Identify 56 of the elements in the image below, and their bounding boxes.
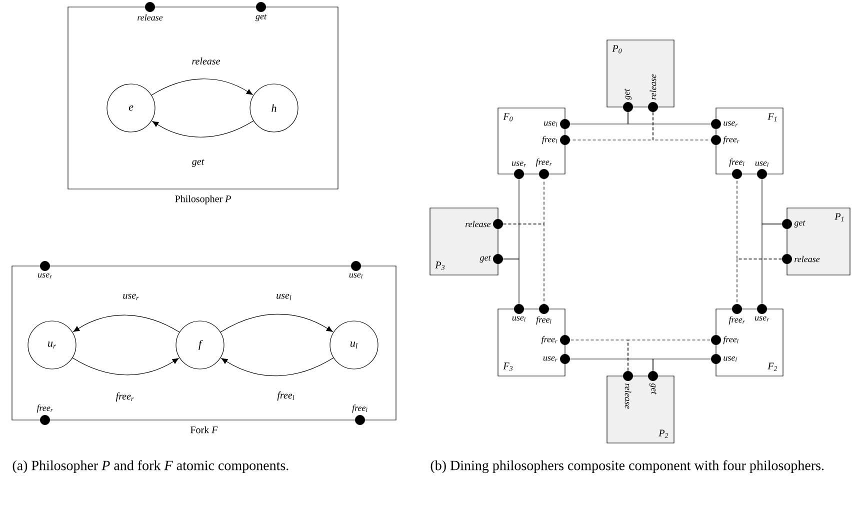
- edge-label: free$_{l}$: [276, 390, 296, 402]
- node-label: use$_{l}$: [512, 316, 526, 322]
- connector-line: [628, 112, 712, 124]
- node-label: release: [794, 256, 820, 262]
- port: free$_{r}$: [36, 404, 53, 425]
- node-label: get: [624, 88, 632, 100]
- port: free$_{l}$: [352, 404, 368, 425]
- node-label: use$_{r}$: [38, 273, 52, 278]
- node-label: Fork F: [190, 426, 218, 434]
- node-label: release: [138, 14, 163, 21]
- node-label: use$_{r}$: [755, 316, 769, 322]
- connector-line: [502, 224, 544, 304]
- transition-arrow: [151, 78, 253, 96]
- connector-line: [652, 358, 712, 372]
- node-label: use$_{l}$: [724, 356, 737, 362]
- node-label: free$_{l}$: [729, 158, 744, 167]
- node-label: use$_{r}$: [512, 162, 526, 167]
- node-label: release: [466, 220, 491, 228]
- node-label: get: [794, 220, 806, 228]
- node-label: use$_{r}$: [724, 121, 738, 127]
- transition-arrow: [220, 314, 333, 332]
- node-label: free$_{l}$: [542, 136, 558, 144]
- node-label: free$_{l}$: [352, 404, 368, 413]
- caption: (b) Dining philosophers composite component with four philosophers.: [430, 460, 824, 474]
- caption: (a) Philosopher P and fork F atomic components.: [12, 460, 288, 474]
- node-label: use$_{l}$: [755, 162, 768, 167]
- connector-line: [628, 340, 712, 372]
- node-label: Philosopher P: [175, 195, 231, 204]
- transition-arrow: [72, 358, 179, 376]
- node-label: use$_{r}$: [543, 356, 558, 362]
- connector-line: [736, 258, 782, 304]
- port: use$_{l}$: [349, 261, 362, 278]
- node-label: free$_{l}$: [536, 316, 552, 324]
- connector-line: [652, 112, 712, 140]
- port: use$_{r}$: [38, 261, 52, 278]
- node-label: free$_{r}$: [536, 158, 552, 167]
- node-label: free$_{r}$: [728, 316, 745, 324]
- port: get: [256, 2, 267, 22]
- connector-line: [762, 224, 782, 304]
- port: release: [138, 2, 163, 21]
- node-label: release: [624, 384, 632, 409]
- node-label: free$_{r}$: [541, 336, 558, 344]
- edge-label: get: [190, 158, 206, 168]
- node-label: use$_{l}$: [349, 273, 362, 279]
- node-label: release: [650, 74, 656, 100]
- node-label: get: [256, 14, 267, 22]
- node-label: free$_{r}$: [36, 404, 53, 413]
- transition-arrow: [221, 358, 334, 376]
- connector-line: [502, 258, 520, 304]
- transition-arrow: [73, 314, 180, 332]
- node-label: get: [650, 383, 656, 394]
- node-label: use$_{l}$: [544, 121, 558, 127]
- node-label: get: [480, 256, 491, 262]
- node-label: free$_{r}$: [723, 136, 740, 144]
- node-label: free$_{l}$: [723, 336, 738, 344]
- transition-arrow: [152, 120, 254, 138]
